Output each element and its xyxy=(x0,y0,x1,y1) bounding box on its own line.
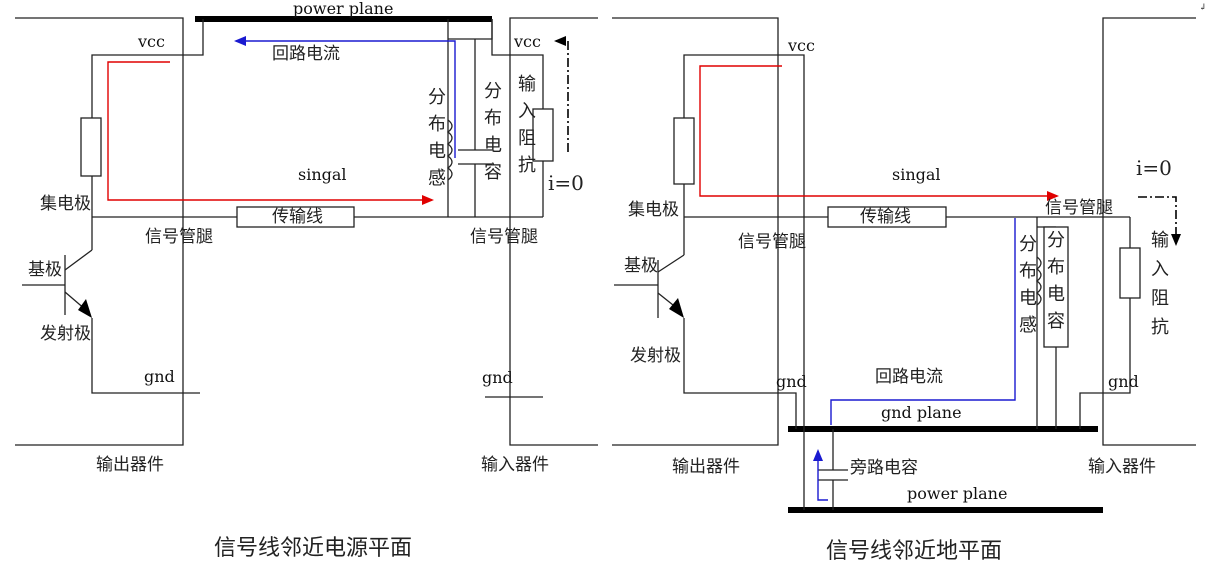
left-signal-label: singal xyxy=(298,165,347,184)
right-distributed-inductance-label: 分 布 电 感 xyxy=(1019,234,1037,336)
right-distributed-capacitance-label: 分 布 电 容 xyxy=(1047,230,1065,332)
svg-text:感: 感 xyxy=(428,168,446,189)
left-transistor-collector xyxy=(64,249,93,271)
left-zero-current-label: i=0 xyxy=(548,171,584,195)
right-transmission-line-label: 传输线 xyxy=(860,207,911,227)
paragraph-mark-icon: ↲ xyxy=(1199,3,1207,13)
svg-text:分: 分 xyxy=(428,87,446,108)
right-output-device-label: 输出器件 xyxy=(672,457,740,477)
right-collector-resistor xyxy=(673,117,695,185)
right-signal-pin-output-label: 信号管腿 xyxy=(738,232,806,252)
left-return-current-label: 回路电流 xyxy=(272,44,340,64)
left-collector-label: 集电极 xyxy=(40,194,91,214)
svg-text:容: 容 xyxy=(484,162,502,183)
left-vcc-input-label: vcc xyxy=(513,32,541,51)
left-output-device-label: 输出器件 xyxy=(96,455,164,475)
left-emitter-label: 发射极 xyxy=(40,324,91,344)
left-signal-current-arrow xyxy=(107,61,434,205)
svg-text:输: 输 xyxy=(518,74,536,95)
left-gnd-input-label: gnd xyxy=(482,368,513,387)
right-transistor-collector xyxy=(657,254,685,273)
right-signal-current-arrow xyxy=(699,65,1059,201)
svg-text:输: 输 xyxy=(1151,230,1169,251)
left-caption: 信号线邻近电源平面 xyxy=(214,536,412,561)
left-signal-pin-input-label: 信号管腿 xyxy=(470,227,538,247)
right-distributed-inductor-coil xyxy=(1035,256,1042,306)
svg-text:布: 布 xyxy=(484,108,502,129)
left-return-current-arrow xyxy=(234,36,456,158)
right-gnd-wire xyxy=(683,318,797,429)
svg-text:阻: 阻 xyxy=(1151,288,1169,309)
left-output-device-outline xyxy=(15,17,184,446)
right-gnd-plane-label: gnd plane xyxy=(881,403,962,422)
left-transmission-line-label: 传输线 xyxy=(272,207,323,227)
left-vcc-output-label: vcc xyxy=(137,32,165,51)
right-vcc-label: vcc xyxy=(787,36,815,55)
right-input-device-label: 输入器件 xyxy=(1088,457,1156,477)
right-vcc-wire xyxy=(683,54,805,510)
svg-text:容: 容 xyxy=(1047,311,1065,332)
svg-text:分: 分 xyxy=(1019,234,1037,255)
left-zero-current-arrow xyxy=(554,36,569,152)
svg-text:布: 布 xyxy=(428,114,446,135)
right-transmission-line-box xyxy=(827,206,947,228)
svg-text:电: 电 xyxy=(484,135,502,156)
right-return-current-arrow xyxy=(813,449,828,501)
svg-text:入: 入 xyxy=(518,101,536,122)
right-zero-current-label: i=0 xyxy=(1136,156,1172,180)
right-return-current-label: 回路电流 xyxy=(875,367,943,387)
right-signal-pin-input-label: 信号管腿 xyxy=(1045,198,1113,218)
left-gnd-wire xyxy=(91,318,200,394)
left-input-device-label: 输入器件 xyxy=(481,455,549,475)
right-output-device-outline xyxy=(612,17,779,446)
svg-text:布: 布 xyxy=(1047,257,1065,278)
svg-text:抗: 抗 xyxy=(1151,317,1169,338)
left-transmission-line-box xyxy=(236,206,355,228)
left-distributed-inductor-coil xyxy=(446,119,453,181)
right-emitter-arrow-icon xyxy=(669,298,684,318)
svg-text:布: 布 xyxy=(1019,261,1037,282)
left-input-device-outline xyxy=(509,17,598,446)
right-bypass-capacitor-label: 旁路电容 xyxy=(850,458,918,478)
svg-text:抗: 抗 xyxy=(518,155,536,176)
left-input-impedance-resistor xyxy=(532,108,554,162)
svg-text:分: 分 xyxy=(1047,230,1065,251)
svg-text:分: 分 xyxy=(484,81,502,102)
left-distributed-capacitance-label: 分 布 电 容 xyxy=(484,81,502,183)
right-input-device-outline xyxy=(1102,17,1196,446)
left-input-impedance-label: 输 入 阻 抗 xyxy=(518,74,536,176)
right-base-label: 基极 xyxy=(624,256,658,276)
left-diagram: power plane vcc vcc 回路电流 singal 集电极 信号管腿… xyxy=(15,0,598,561)
right-gnd-input-label: gnd xyxy=(1108,372,1139,391)
left-base-label: 基极 xyxy=(28,260,62,280)
right-power-plane-label: power plane xyxy=(907,484,1007,503)
right-input-impedance-label: 输 入 阻 抗 xyxy=(1151,230,1169,338)
right-caption: 信号线邻近地平面 xyxy=(826,539,1002,564)
right-collector-label: 集电极 xyxy=(628,200,679,220)
left-emitter-arrow-icon xyxy=(78,299,92,318)
svg-text:电: 电 xyxy=(428,141,446,162)
left-distributed-inductance-label: 分 布 电 感 xyxy=(428,87,446,189)
right-diagram: vcc singal 集电极 信号管腿 传输线 信号管腿 基极 发射极 gnd … xyxy=(612,17,1196,564)
svg-text:电: 电 xyxy=(1047,284,1065,305)
right-emitter-label: 发射极 xyxy=(630,346,681,366)
right-capacitance-box xyxy=(1043,226,1069,348)
right-return-current-path xyxy=(830,218,1016,425)
right-gnd-output-label: gnd xyxy=(776,372,807,391)
svg-text:入: 入 xyxy=(1151,259,1169,280)
left-vcc-right-wire xyxy=(491,19,544,109)
left-collector-resistor xyxy=(80,117,102,177)
left-signal-pin-output-label: 信号管腿 xyxy=(145,227,213,247)
svg-text:电: 电 xyxy=(1019,288,1037,309)
right-impedance-gnd-wire xyxy=(1079,298,1131,429)
right-zero-current-arrow xyxy=(1138,196,1181,246)
svg-text:感: 感 xyxy=(1019,315,1037,336)
right-input-impedance-resistor xyxy=(1119,247,1141,299)
left-power-plane-label: power plane xyxy=(293,0,393,18)
right-signal-label: singal xyxy=(892,165,941,184)
left-gnd-output-label: gnd xyxy=(144,367,175,386)
svg-text:阻: 阻 xyxy=(518,128,536,149)
